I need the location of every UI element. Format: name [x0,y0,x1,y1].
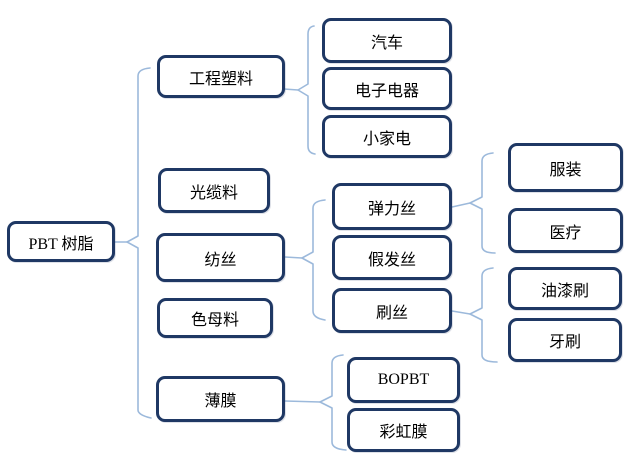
node-pbt-resin: PBT 树脂 [7,221,115,262]
node-brush-filament: 刷丝 [332,288,452,333]
node-electronics-appliances-label: 电子电器 [354,82,419,100]
node-bopbt-label: BOPBT [377,371,430,388]
node-medical: 医疗 [508,208,623,253]
node-spinning-label: 纺丝 [204,251,237,269]
node-electronics-appliances: 电子电器 [322,67,452,110]
node-optical-cable-material: 光缆料 [158,168,270,213]
node-paint-brush: 油漆刷 [508,267,622,310]
node-small-home-appliance-label: 小家电 [362,130,411,148]
node-pbt-resin-label: PBT 树脂 [28,235,94,253]
connector-line-film [284,400,321,403]
node-elastic-yarn-label: 弹力丝 [367,200,416,218]
node-optical-cable-material-label: 光缆料 [189,184,238,202]
node-toothbrush: 牙刷 [508,318,622,362]
brace-spinning-children [301,199,326,321]
node-wig-fiber-label: 假发丝 [367,251,416,269]
node-automotive-label: 汽车 [370,34,403,52]
node-film-label: 薄膜 [204,393,237,410]
brace-elastic-yarn-children [469,152,496,254]
node-film: 薄膜 [156,376,285,422]
node-rainbow-film: 彩虹膜 [347,408,460,452]
connector-line-elastic-yarn [451,202,471,208]
node-clothing-label: 服装 [549,161,582,179]
brace-brush-filament-children [469,267,498,363]
node-engineering-plastics-label: 工程塑料 [188,70,253,88]
node-paint-brush-label: 油漆刷 [540,282,589,300]
brace-root-children [126,67,152,419]
brace-eng-plastic-children [297,25,316,155]
node-small-home-appliance: 小家电 [322,115,452,158]
connector-line-spinning [284,256,303,259]
node-color-masterbatch: 色母料 [157,298,273,338]
connector-line-eng-plastic [283,88,299,91]
node-toothbrush-label: 牙刷 [548,334,581,351]
connector-line-brush-filament [451,310,471,315]
node-brush-filament-label: 刷丝 [375,304,408,322]
node-spinning: 纺丝 [156,233,285,282]
node-automotive: 汽车 [322,18,452,63]
node-wig-fiber: 假发丝 [332,235,452,280]
node-medical-label: 医疗 [549,224,582,242]
brace-film-children [319,354,347,451]
node-color-masterbatch-label: 色母料 [190,312,239,329]
node-engineering-plastics: 工程塑料 [157,55,285,98]
node-rainbow-film-label: 彩虹膜 [379,424,428,441]
node-bopbt: BOPBT [347,357,460,403]
node-elastic-yarn: 弹力丝 [332,183,452,230]
node-clothing: 服装 [508,143,623,192]
